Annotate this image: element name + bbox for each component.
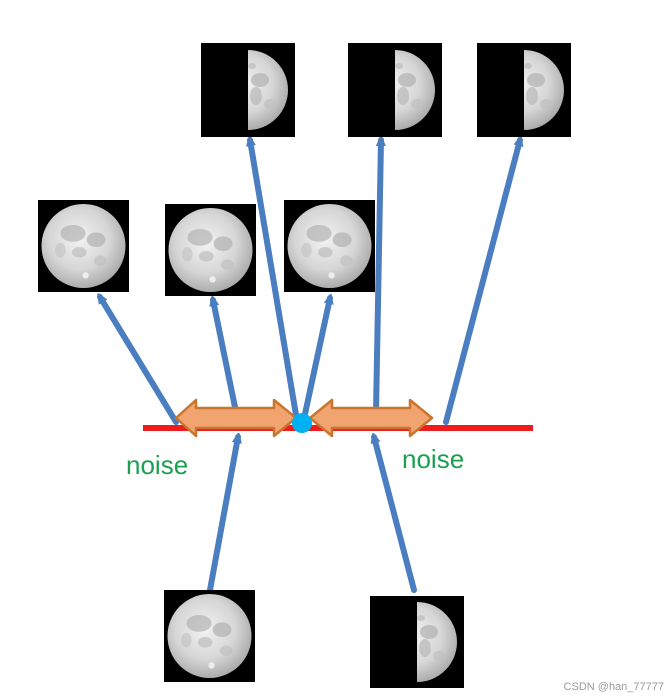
arrow-from-bottom-full-moon <box>207 437 238 593</box>
full-moon-icon <box>164 590 255 682</box>
center-point <box>292 413 312 433</box>
generation-arrows <box>100 140 520 593</box>
watermark: CSDN @han_77777 <box>564 681 664 693</box>
arrow-to-full-moon-3 <box>302 298 330 417</box>
noise-label-left: noise <box>126 450 188 480</box>
half-moon-icon <box>477 43 571 137</box>
half-moon-icon <box>348 43 442 137</box>
full-moon-icon <box>38 200 129 292</box>
arrow-from-bottom-half-moon <box>374 437 417 593</box>
noise-label-right: noise <box>402 444 464 474</box>
arrow-to-full-moon-1 <box>100 297 179 425</box>
arrow-to-half-moon-3 <box>443 140 520 425</box>
full-moon-icon <box>284 200 375 292</box>
half-moon-icon <box>370 596 464 688</box>
noise-range-right <box>308 398 434 438</box>
arrow-to-full-moon-2 <box>213 300 239 415</box>
full-moon-icon <box>165 204 256 296</box>
arrow-to-half-moon-2 <box>373 140 381 415</box>
half-moon-icon <box>201 43 295 137</box>
arrow-to-half-moon-1 <box>250 140 299 418</box>
